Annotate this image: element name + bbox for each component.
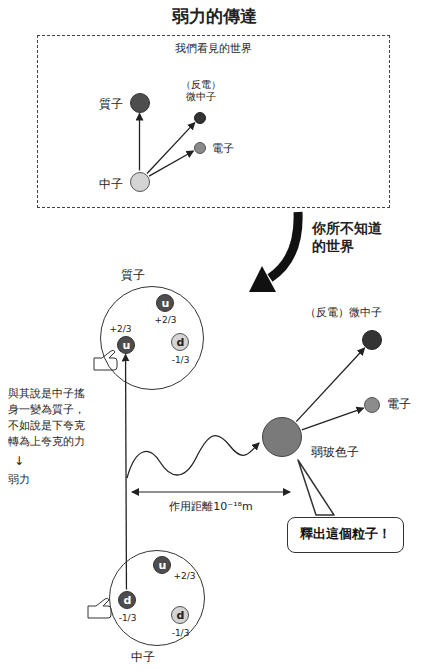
note-text: 弱力 — [8, 473, 30, 487]
weak-boson: 弱玻色子 — [262, 417, 302, 457]
charge-label: +2/3 — [154, 314, 176, 325]
electron-particle: 電子 — [364, 397, 380, 413]
node-label: 質子 — [99, 96, 123, 110]
charge-label: +2/3 — [109, 323, 131, 334]
node-label: 中子 — [131, 650, 155, 664]
callout-tail — [298, 460, 334, 515]
node-label: 電子 — [387, 397, 411, 411]
transition-arrow — [270, 212, 298, 278]
pointing-hand — [88, 598, 111, 618]
node-label: （反電）微中子 — [305, 306, 382, 319]
arrow-connector — [302, 408, 364, 430]
arrow-connector — [296, 348, 364, 422]
quark-letter: u — [123, 339, 131, 352]
world-box: 我們看見的世界質子（反電） 微中子電子中子 — [37, 35, 390, 208]
proton-circle: 質子u+2/3u+2/3d-1/3 — [100, 286, 204, 390]
arrow-connector — [125, 355, 127, 590]
quark-letter: d — [177, 336, 185, 349]
neutron-particle: 中子 — [130, 172, 150, 192]
scene-caption: 你所不知道的世界 — [312, 220, 385, 255]
transition-arrowhead — [249, 266, 276, 292]
node-label: 中子 — [99, 176, 123, 190]
neutron-circle: 中子u+2/3d-1/3d-1/3 — [109, 550, 205, 646]
quark-letter: u — [159, 559, 167, 572]
node-label: （反電） 微中子 — [179, 79, 222, 103]
arrow-connector — [147, 123, 195, 174]
quark: u+2/3 — [153, 556, 171, 574]
title: 弱力的傳達 — [0, 6, 429, 26]
quark-letter: d — [177, 609, 185, 622]
quark: d-1/3 — [171, 606, 189, 624]
node-label: 質子 — [121, 268, 145, 282]
node-label: 電子 — [212, 142, 234, 155]
note-text: 與其說是中子搖身一變為質子，不如說是下夸克轉為上夸克的力 — [8, 386, 88, 450]
neutrino-particle: （反電） 微中子 — [194, 112, 206, 124]
node-label: 弱玻色子 — [311, 445, 359, 459]
quark: u+2/3 — [117, 336, 135, 354]
quark: u+2/3 — [156, 294, 174, 312]
quark: d-1/3 — [118, 591, 136, 609]
charge-label: -1/3 — [119, 612, 137, 623]
pointing-hand — [94, 350, 117, 370]
arrow-connector — [149, 151, 193, 176]
callout-box: 釋出這個粒子！ — [287, 517, 404, 553]
electron-particle: 電子 — [194, 142, 206, 154]
quark: d-1/3 — [171, 333, 189, 351]
quark-letter: d — [124, 594, 132, 607]
dimension-line — [132, 491, 290, 492]
node-label: 釋出這個粒子！ — [299, 525, 392, 543]
charge-label: -1/3 — [172, 354, 190, 365]
wavy-line — [127, 436, 259, 478]
arrow-connector — [139, 114, 140, 171]
neutrino-particle: （反電）微中子 — [362, 330, 382, 350]
proton-particle: 質子 — [130, 93, 150, 113]
dimension-label: 作用距離10⁻¹⁸m — [167, 500, 254, 514]
charge-label: +2/3 — [173, 570, 195, 581]
note-arrow: ↓ — [14, 454, 24, 469]
quark-letter: u — [162, 297, 170, 310]
charge-label: -1/3 — [172, 627, 190, 638]
node-label: 我們看見的世界 — [175, 42, 252, 55]
